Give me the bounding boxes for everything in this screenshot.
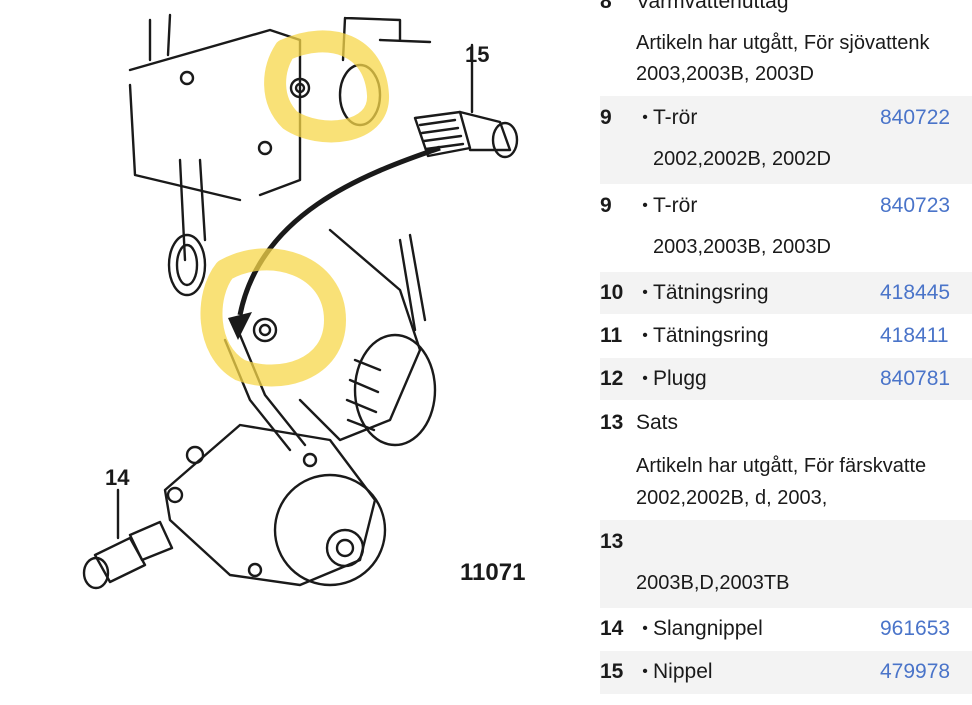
part-number-link[interactable]: 418411	[880, 324, 949, 347]
bracket-link	[238, 333, 307, 447]
part-name: Slangnippel	[653, 617, 763, 640]
nipple-15-thread	[413, 110, 472, 158]
exploded-parts-diagram: 15 14 11071	[82, 13, 526, 590]
part-name: Plugg	[653, 367, 707, 390]
pump-hub	[325, 528, 365, 568]
parts-row-12: 12 • Plugg 840781	[600, 358, 972, 400]
housing-bolt	[257, 140, 273, 156]
nipple-15-threads	[418, 118, 465, 151]
part-name: T-rör	[653, 106, 698, 129]
row-number: 15	[600, 660, 624, 683]
tapped-hole-top	[289, 77, 311, 99]
housing-edge	[148, 13, 172, 62]
bullet: •	[642, 284, 648, 301]
part-note: Artikeln har utgått, För sjövattenk	[636, 32, 930, 54]
nipple-14-hex	[93, 536, 147, 584]
canister-ribs	[345, 358, 382, 432]
diagram-drawing: 15 14 11071	[82, 13, 525, 590]
canister-end	[353, 333, 437, 447]
part-note: 2002,2002B, d, 2003,	[636, 487, 828, 509]
part-name: Sats	[636, 411, 679, 434]
pump-bolt	[166, 486, 184, 504]
housing-plate	[128, 83, 242, 202]
pump-bolt	[185, 445, 205, 465]
row-number: 12	[600, 367, 624, 390]
part-number-link[interactable]: 961653	[880, 617, 951, 640]
bullet: •	[642, 370, 648, 387]
move-arrow	[237, 145, 441, 316]
parts-row-9b: 9 • T-rör 840723 2003,2003B, 2003D	[600, 184, 972, 272]
parts-row-11: 11 • Tätningsring 418411	[600, 315, 972, 357]
tapped-hole-lower	[252, 317, 278, 343]
part-name: Varmvattenuttag	[636, 0, 789, 13]
row-number: 10	[600, 281, 624, 304]
parts-row-10: 10 • Tätningsring 418445	[600, 272, 972, 314]
row-number: 11	[600, 324, 623, 347]
part-note: 2003B,D,2003TB	[636, 572, 790, 594]
part-number-link[interactable]: 840723	[880, 194, 951, 217]
parts-row-9a: 9 • T-rör 840722 2002,2002B, 2002D	[600, 96, 972, 184]
nipple-14-end	[82, 556, 110, 590]
highlight-circle-top	[264, 30, 389, 143]
bullet: •	[642, 620, 648, 637]
part-number-link[interactable]: 840781	[880, 367, 951, 390]
nipple-15-hex	[458, 110, 512, 152]
part-note: 2003,2003B, 2003D	[653, 236, 831, 258]
part-note: 2002,2002B, 2002D	[653, 148, 831, 170]
part-name: T-rör	[653, 194, 698, 217]
part-number-link[interactable]: 479978	[880, 660, 951, 683]
parts-row-8: 8 Varmvattenuttag	[600, 0, 972, 13]
tapped-hole-lower-inner	[258, 323, 272, 337]
move-arrow-head	[228, 312, 252, 340]
housing-bolt	[179, 70, 195, 86]
part-name: Nippel	[653, 660, 713, 683]
part-note: Artikeln har utgått, För färskvatte	[636, 455, 927, 477]
pump-cover	[273, 473, 387, 587]
callout-14: 14	[105, 465, 130, 490]
pump-hub-inner	[335, 538, 355, 558]
bullet: •	[642, 197, 648, 214]
row-number: 9	[600, 194, 612, 217]
row-number: 13	[600, 530, 624, 553]
bullet: •	[642, 109, 648, 126]
parts-row-13: 13 Sats Artikeln har utgått, För färskva…	[600, 401, 972, 521]
pump-housing	[163, 423, 377, 587]
housing-stem	[178, 158, 207, 262]
tapped-hole-top-inner	[294, 82, 306, 94]
nipple-15-end	[491, 121, 519, 159]
row-number: 13	[600, 411, 624, 434]
part-name: Tätningsring	[653, 324, 769, 347]
parts-row-13b: 13 2003B,D,2003TB	[600, 520, 972, 608]
part-number-link[interactable]: 418445	[880, 281, 951, 304]
figure-number: 11071	[460, 559, 525, 586]
part-note: 2003,2003B, 2003D	[636, 63, 814, 85]
housing-line	[378, 38, 432, 44]
row-number: 8	[600, 0, 612, 13]
parts-row-14: 14 • Slangnippel 961653	[600, 608, 972, 650]
nipple-14-thread	[128, 520, 174, 562]
parts-row-15: 15 • Nippel 479978	[600, 651, 972, 694]
pump-bolt	[247, 562, 263, 578]
bullet: •	[642, 663, 648, 680]
loop-bracket-inner	[175, 243, 199, 287]
part-name: Tätningsring	[653, 281, 769, 304]
canister-pipe	[398, 233, 427, 332]
callout-15: 15	[465, 42, 489, 67]
pump-bolt	[302, 452, 318, 468]
canister-outline	[298, 228, 422, 442]
highlight-circle-lower	[200, 248, 347, 387]
row-number: 14	[600, 617, 624, 640]
bullet: •	[642, 327, 648, 344]
row-number: 9	[600, 106, 612, 129]
parts-list: 8 Varmvattenuttag Artikeln har utgått, F…	[600, 0, 972, 705]
part-number-link[interactable]: 840722	[880, 106, 951, 129]
loop-bracket	[167, 233, 207, 297]
